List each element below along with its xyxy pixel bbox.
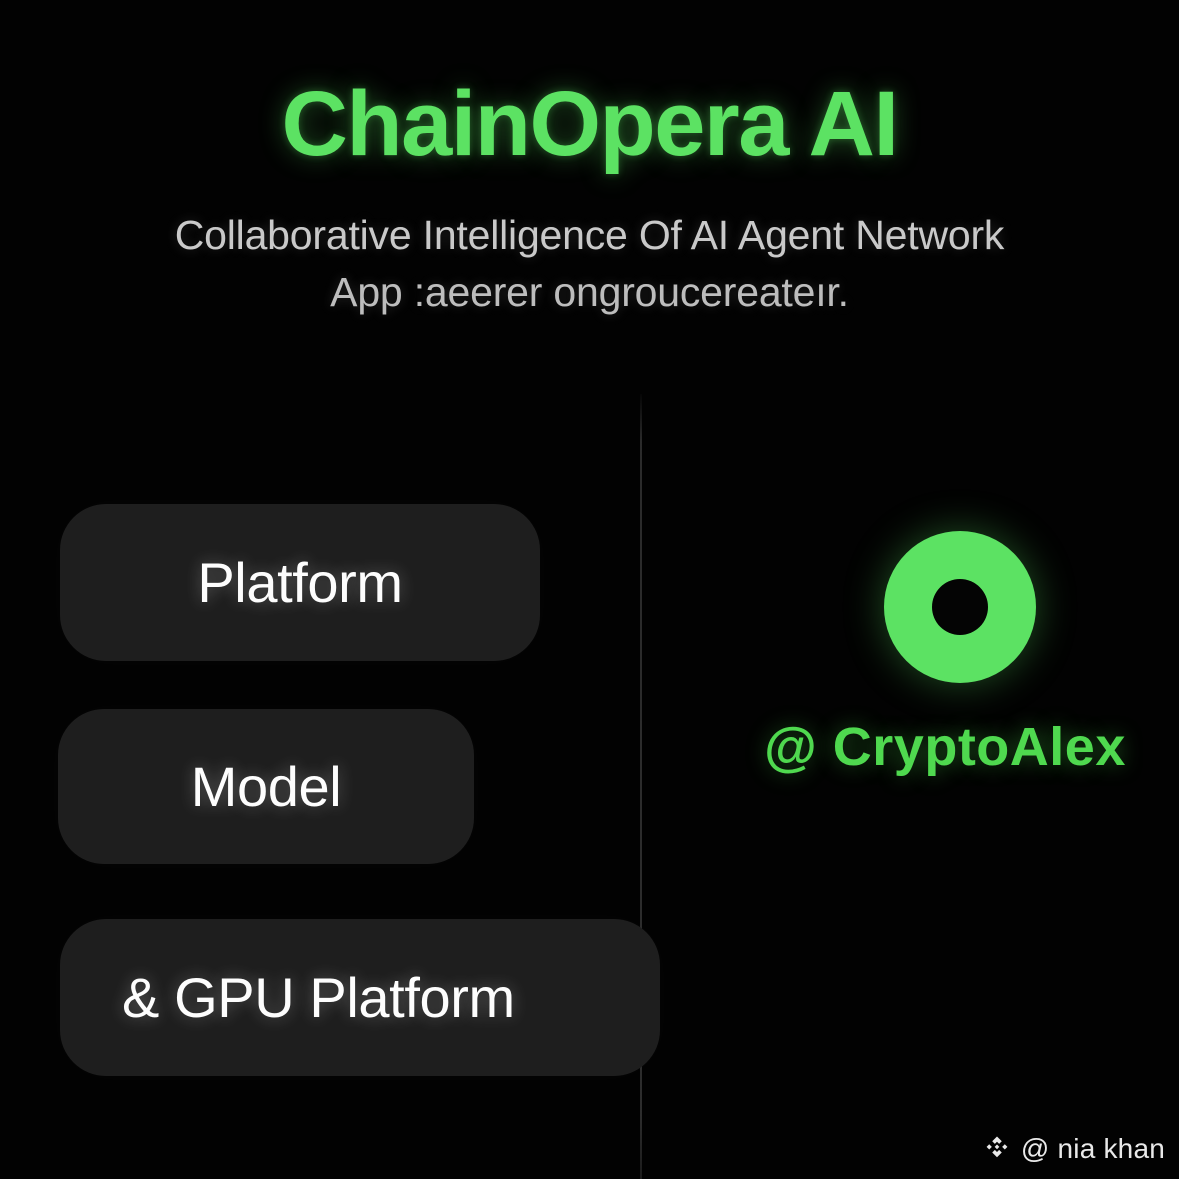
pill-gpu-platform-label: & GPU Platform (122, 966, 515, 1029)
page-title: ChainOpera AI (281, 73, 899, 175)
subtitle-line-2: App :aeerer ongroucereateır. (330, 268, 849, 315)
pill-model[interactable]: Model (58, 709, 474, 864)
pill-platform[interactable]: Platform (60, 504, 540, 661)
pill-gpu-platform[interactable]: & GPU Platform (60, 919, 660, 1076)
vertical-divider (640, 394, 642, 1179)
watermark: @ nia khan (982, 1133, 1165, 1165)
creator-handle: @ CryptoAlex (764, 717, 1126, 777)
pill-model-label: Model (190, 755, 342, 818)
subtitle-line-1: Collaborative Intelligence Of AI Agent N… (174, 212, 1005, 258)
green-ring-logo-icon (884, 531, 1036, 683)
watermark-text: @ nia khan (1020, 1133, 1165, 1164)
pill-platform-label: Platform (197, 551, 403, 614)
subtitle-block: Collaborative Intelligence Of AI Agent N… (0, 207, 1179, 320)
binance-diamond-icon (986, 1136, 1008, 1158)
